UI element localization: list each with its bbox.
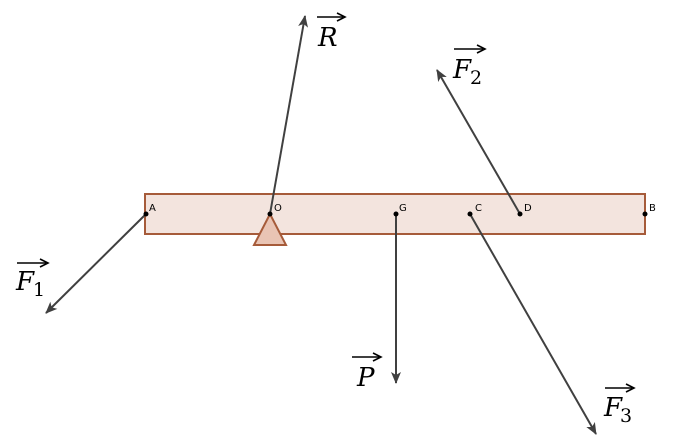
- vector-P-letter: P: [356, 363, 375, 393]
- vector-F2-overarrow-head: [476, 44, 487, 54]
- point-label-O: O: [274, 203, 282, 214]
- point-label-D: D: [524, 203, 532, 214]
- vector-label-F2: F 2: [452, 44, 487, 89]
- vector-F1-arrow: [45, 213, 147, 314]
- point-D: [517, 211, 523, 217]
- vector-F3-letter: F: [603, 393, 623, 423]
- point-G: [393, 211, 399, 217]
- vector-F3-overarrow-head: [625, 383, 636, 393]
- vector-F3-subscript: 3: [620, 405, 632, 427]
- vector-label-F1: F 1: [15, 258, 50, 301]
- vector-label-R: R: [317, 12, 347, 53]
- point-label-C: C: [475, 203, 482, 214]
- vector-F1-subscript: 1: [33, 279, 45, 301]
- point-C: [467, 211, 473, 217]
- point-label-A: A: [149, 203, 156, 214]
- vector-label-P: P: [352, 352, 383, 393]
- vector-R-letter: R: [317, 23, 338, 53]
- vector-F3-arrow: [469, 213, 597, 435]
- point-A: [143, 211, 149, 217]
- vector-R-overarrow-head: [336, 12, 347, 22]
- vector-P-overarrow-head: [372, 352, 383, 362]
- pivot-support: [252, 211, 288, 246]
- point-B: [642, 211, 648, 217]
- point-O: [267, 211, 273, 217]
- point-label-B: B: [649, 203, 656, 214]
- vector-F2-letter: F: [452, 55, 472, 85]
- vector-R-arrow: [269, 15, 309, 215]
- point-label-G: G: [399, 203, 407, 214]
- vector-F2-arrow: [436, 69, 521, 215]
- vector-label-F3: F 3: [603, 383, 636, 427]
- vector-F1-overarrow-head: [39, 258, 50, 268]
- vector-F2-subscript: 2: [470, 67, 482, 89]
- vector-F1-letter: F: [15, 267, 35, 297]
